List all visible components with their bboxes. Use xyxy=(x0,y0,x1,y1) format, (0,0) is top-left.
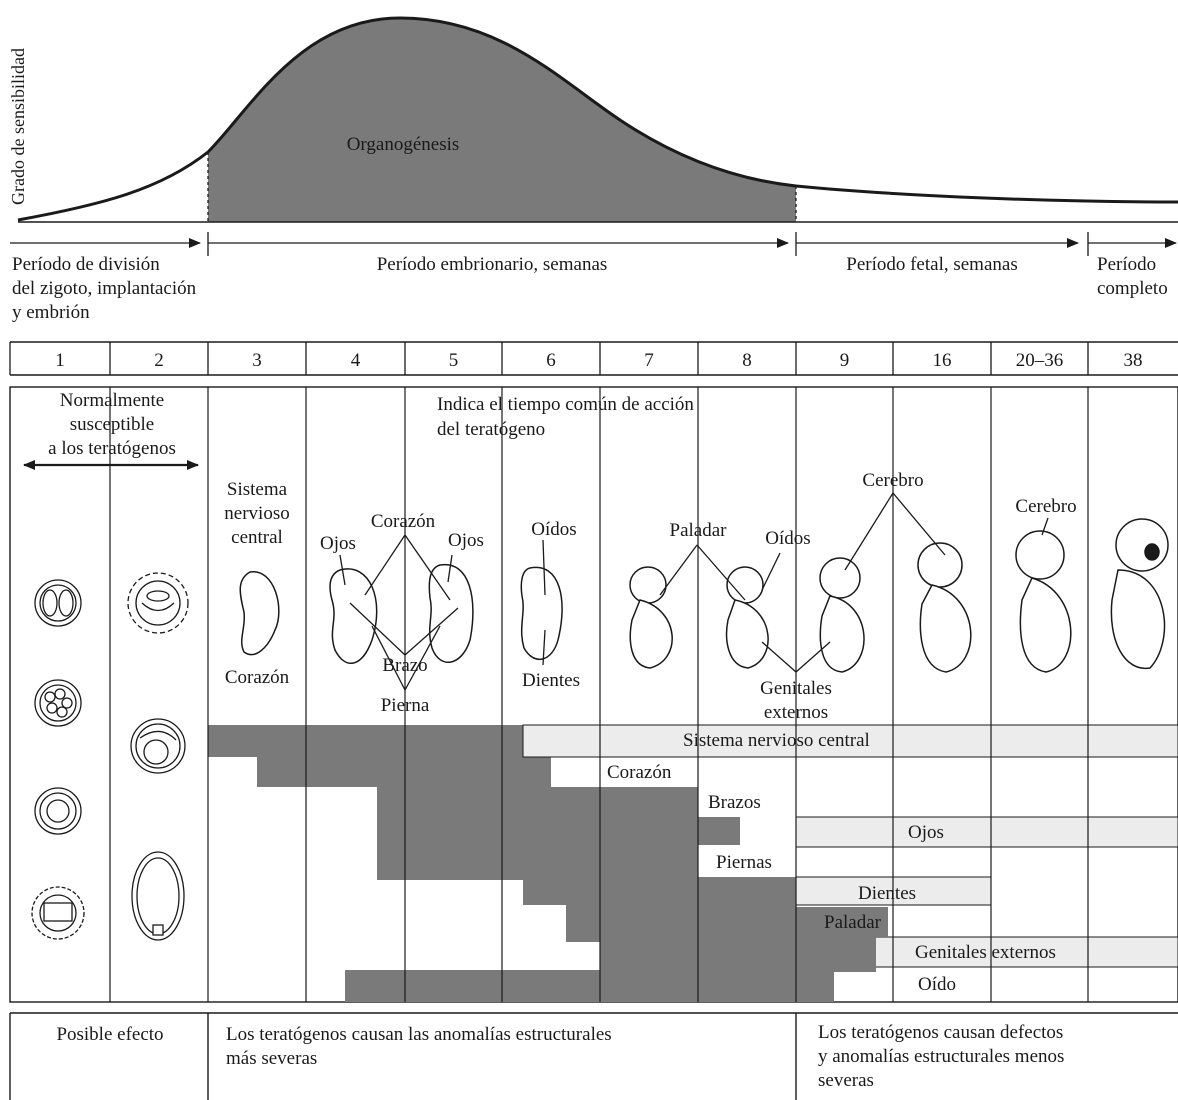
week-label: 3 xyxy=(252,350,262,371)
week-label: 9 xyxy=(840,350,850,371)
label-snc-3: central xyxy=(231,527,283,548)
period-division-line-3: y embrión xyxy=(12,302,90,323)
organogenesis-shaded-area xyxy=(208,18,796,222)
sensitivity-curve-line xyxy=(17,16,1178,222)
post-week8-shade xyxy=(698,817,888,1002)
label-corazon-week45: Corazón xyxy=(371,511,436,532)
label-oidos-week8: Oídos xyxy=(765,528,810,549)
sensitivity-curve: Organogénesis Grado de sensibilidad xyxy=(8,16,1178,223)
zygote-icons xyxy=(31,579,85,940)
label-snc-2: nervioso xyxy=(224,503,289,524)
week-label: 8 xyxy=(742,350,752,371)
week-header-row: 1 2 3 4 5 6 7 8 9 16 20–36 38 xyxy=(9,341,1178,376)
week-label: 6 xyxy=(546,350,556,371)
organ-labels: Sistema nervioso central Corazón Corazón… xyxy=(224,470,1076,723)
effects-title: Posible efecto xyxy=(56,1024,163,1045)
period-division-line-1: Período de división xyxy=(12,254,160,275)
light-bar xyxy=(795,816,1178,848)
period-arrows xyxy=(10,232,1177,256)
label-corazon-week3: Corazón xyxy=(225,667,290,688)
label-genitales-1: Genitales xyxy=(760,678,832,699)
indica-line-2: del teratógeno xyxy=(437,419,545,440)
period-division-line-2: del zigoto, implantación xyxy=(12,278,197,299)
bar-label-dientes: Dientes xyxy=(858,883,916,904)
label-brazo: Brazo xyxy=(382,655,427,676)
bar-label-brazos: Brazos xyxy=(708,792,761,813)
effect-less-line-2: y anomalías estructurales menos xyxy=(818,1046,1064,1067)
effect-severe-line-1: Los teratógenos causan las anomalías est… xyxy=(226,1024,612,1045)
bar-label-snc: Sistema nervioso central xyxy=(683,730,870,751)
organogenesis-label: Organogénesis xyxy=(347,134,460,155)
embryo-figures xyxy=(239,518,1169,673)
label-paladar: Paladar xyxy=(670,520,728,541)
bar-label-piernas: Piernas xyxy=(716,852,772,873)
blastocyst-icons xyxy=(127,572,189,941)
week-label: 1 xyxy=(55,350,65,371)
label-dientes-week6: Dientes xyxy=(522,670,580,691)
period-fetal-label: Período fetal, semanas xyxy=(846,254,1017,275)
effect-less-line-3: severas xyxy=(818,1070,874,1091)
week-label: 38 xyxy=(1124,350,1143,371)
normal-note-line-2: susceptible xyxy=(70,414,154,435)
bar-label-paladar: Paladar xyxy=(824,912,882,933)
week-label: 7 xyxy=(644,350,654,371)
week-label: 4 xyxy=(351,350,361,371)
curve-y-axis-label: Grado de sensibilidad xyxy=(8,48,28,205)
label-cerebro-week9: Cerebro xyxy=(862,470,923,491)
bar-label-corazon: Corazón xyxy=(607,762,672,783)
period-labels: Período de división del zigoto, implanta… xyxy=(12,254,1168,323)
label-pierna: Pierna xyxy=(381,695,430,716)
period-completo-line-1: Período xyxy=(1097,254,1156,275)
normal-note-line-3: a los teratógenos xyxy=(48,438,176,459)
period-completo-line-2: completo xyxy=(1097,278,1168,299)
main-body: Normalmente susceptible a los teratógeno… xyxy=(9,386,1178,1003)
period-embrionario-label: Período embrionario, semanas xyxy=(377,254,608,275)
label-snc-1: Sistema xyxy=(227,479,288,500)
label-oidos-week6: Oídos xyxy=(531,519,576,540)
bar-label-oido: Oído xyxy=(918,974,956,995)
bar-label-genitales: Genitales externos xyxy=(915,942,1056,963)
bar-labels: Sistema nervioso central Corazón Brazos … xyxy=(607,730,1056,995)
effect-severe-line-2: más severas xyxy=(226,1048,317,1069)
normal-note-line-1: Normalmente xyxy=(60,390,164,411)
week-label: 16 xyxy=(933,350,952,371)
indica-line-1: Indica el tiempo común de acción xyxy=(437,394,694,415)
label-ojos-week4: Ojos xyxy=(320,533,356,554)
label-ojos-week5: Ojos xyxy=(448,530,484,551)
label-genitales-2: externos xyxy=(764,702,828,723)
effects-row: Posible efecto Los teratógenos causan la… xyxy=(9,1012,1178,1100)
effect-less-line-1: Los teratógenos causan defectos xyxy=(818,1022,1063,1043)
light-bar xyxy=(522,724,1178,758)
week-label: 20–36 xyxy=(1016,350,1064,371)
bar-label-ojos: Ojos xyxy=(908,822,944,843)
week-label: 2 xyxy=(154,350,164,371)
week-label: 5 xyxy=(449,350,459,371)
organ-pointer-lines xyxy=(339,492,1049,691)
label-cerebro-week20: Cerebro xyxy=(1015,496,1076,517)
